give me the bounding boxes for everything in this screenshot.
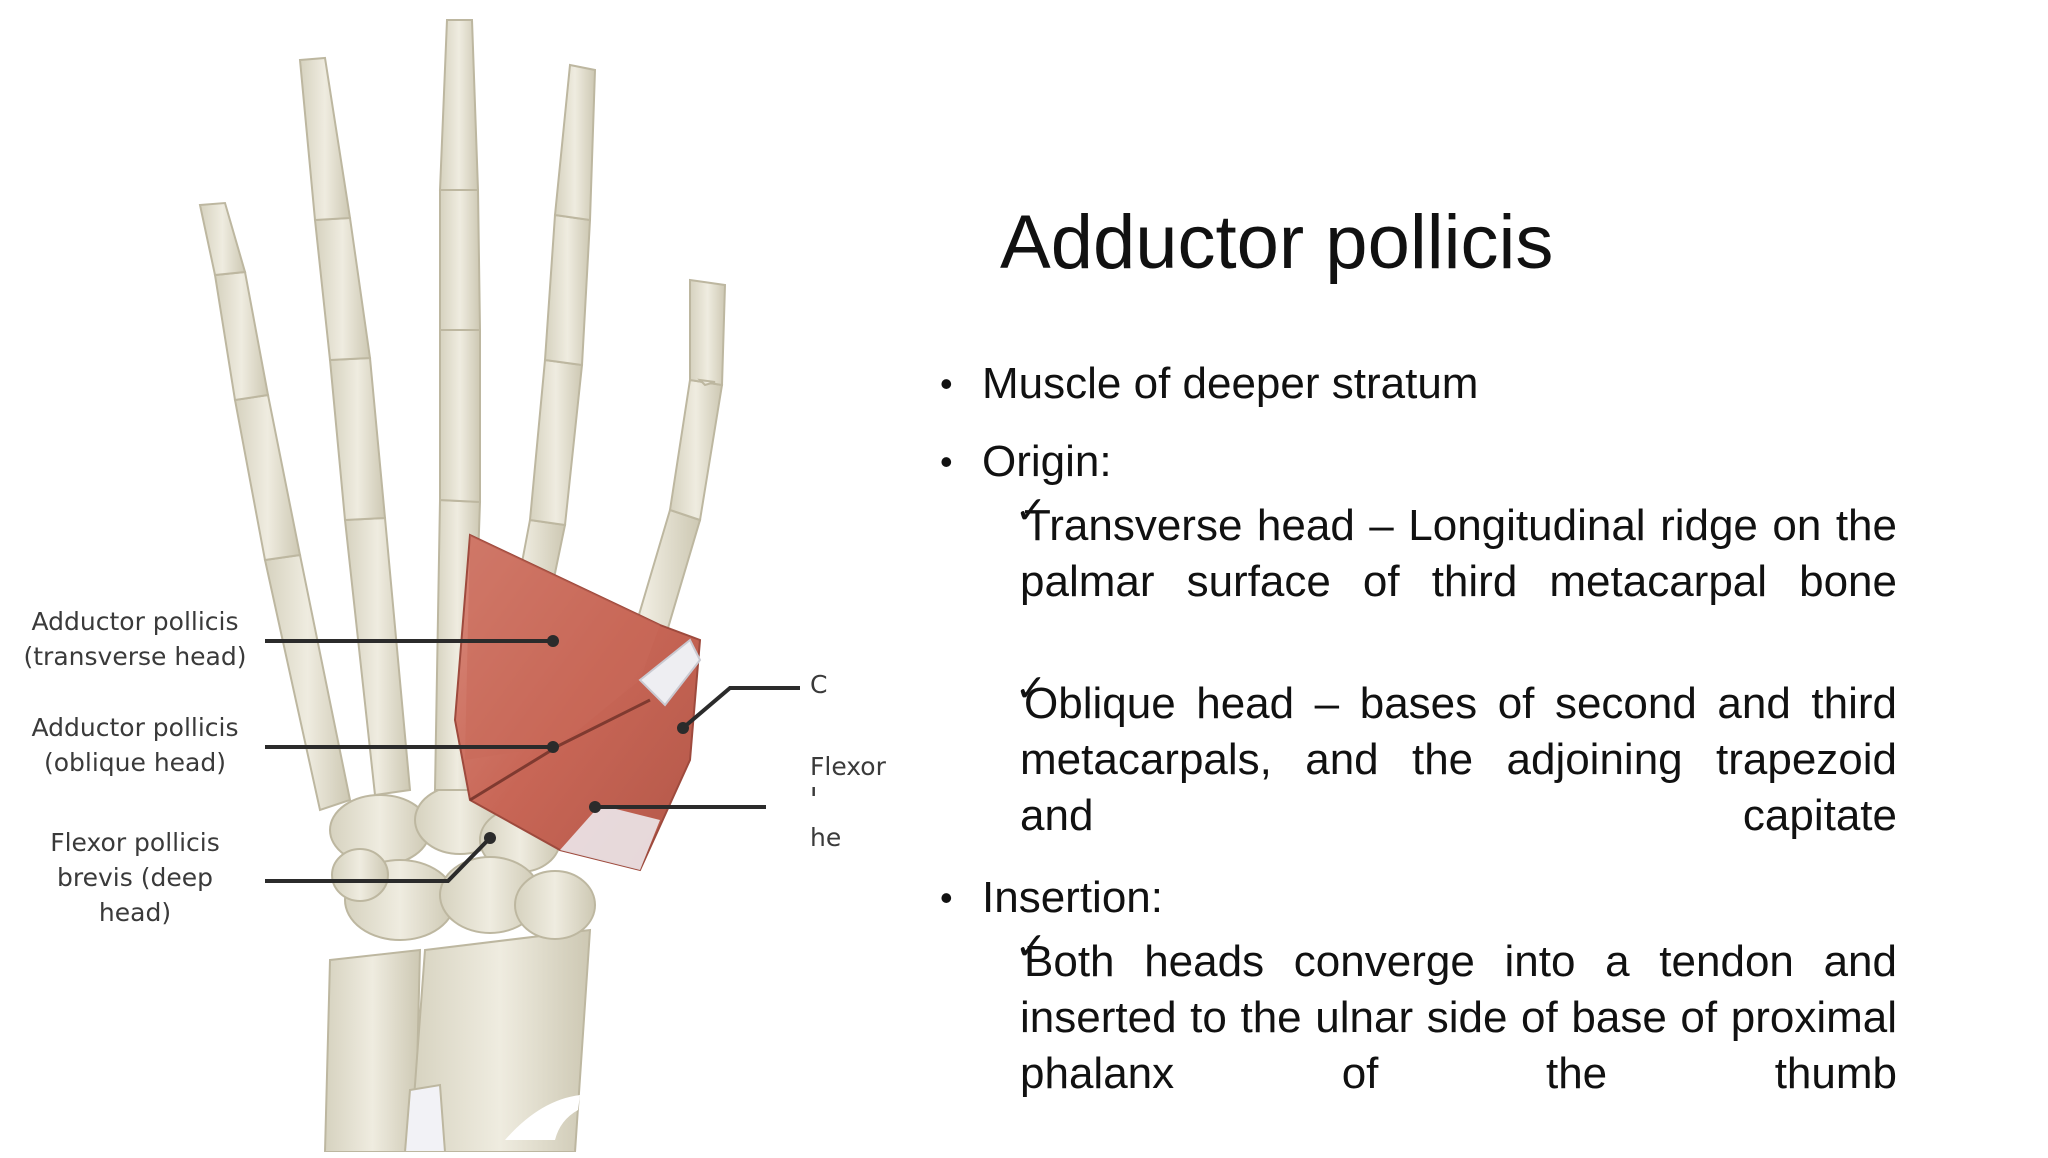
cropped-label-3: he [810, 823, 842, 849]
subpoint-text: Oblique head – bases of second and third… [1020, 679, 1897, 840]
hand-anatomy-illustration: Adductor pollicis (transverse head) Addu… [0, 0, 900, 1153]
label-adductor-oblique-head: Adductor pollicis (oblique head) [31, 713, 239, 777]
checkmark-icon: ✓ [1015, 666, 1047, 710]
bullet-origin: • Origin: [940, 434, 1940, 490]
bullet-muscle-stratum: • Muscle of deeper stratum [940, 356, 1940, 412]
label-leader-dots [484, 635, 689, 844]
subpoint-text: Both heads converge into a tendon and in… [1020, 937, 1897, 1098]
checkmark-icon: ✓ [1015, 488, 1047, 532]
subpoint-transverse-head: ✓ Transverse head – Longitudinal ridge o… [1015, 488, 1897, 666]
bullet-dot: • [940, 877, 953, 918]
bullet-text: Muscle of deeper stratum [982, 359, 1479, 408]
bullet-text: Insertion: [982, 873, 1163, 922]
cropped-label-2: L [810, 782, 822, 796]
proximal-phalanges [233, 329, 724, 562]
checkmark-icon: ✓ [1015, 924, 1047, 968]
hand-skeleton-drawing [198, 19, 800, 1153]
subpoint-text: Transverse head – Longitudinal ridge on … [1020, 501, 1897, 606]
bullet-insertion: • Insertion: [940, 870, 1940, 926]
label-leader-lines [265, 639, 800, 883]
subpoint-insertion: ✓ Both heads converge into a tendon and … [1015, 924, 1897, 1158]
cropped-label-1: C [810, 670, 828, 696]
label-flexor-pollicis-brevis-deep: Flexor pollicis brevis (deep head) [50, 828, 220, 927]
bullet-dot: • [940, 363, 953, 404]
distal-phalanges [198, 19, 716, 387]
slide-title: Adductor pollicis [1000, 200, 1554, 285]
bullet-dot: • [940, 441, 953, 482]
cropped-label-flexor: Flexor [810, 752, 886, 781]
middle-phalanges [213, 189, 727, 402]
watermark-swoosh [505, 1095, 580, 1140]
label-adductor-transverse-head: Adductor pollicis (transverse head) [23, 607, 247, 671]
adductor-pollicis-muscle [453, 533, 702, 872]
subpoint-oblique-head: ✓ Oblique head – bases of second and thi… [1015, 666, 1897, 900]
forearm-bones [323, 928, 592, 1153]
bullet-text: Origin: [982, 437, 1112, 486]
